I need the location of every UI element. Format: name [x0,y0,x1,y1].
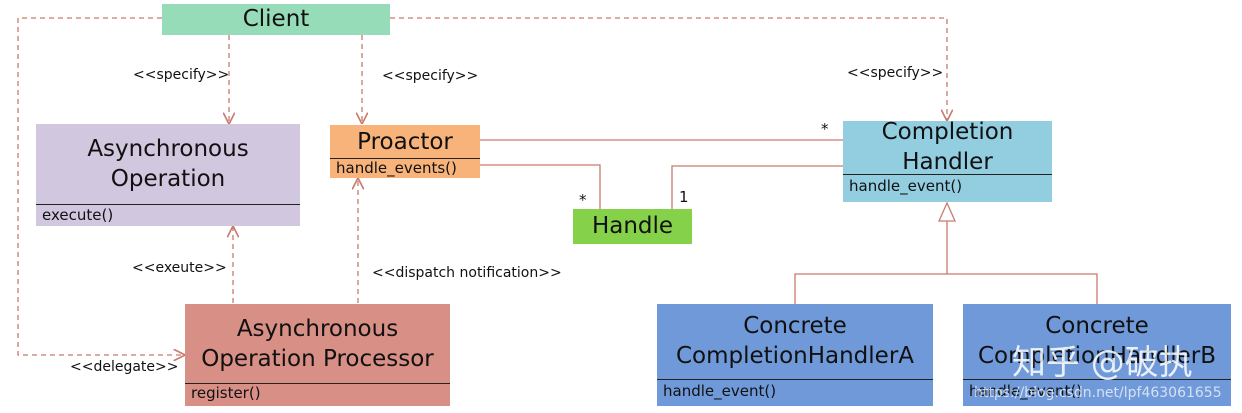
async-operation-method: execute() [42,206,114,224]
proactor-handle-association [480,164,601,209]
csdn-url-watermark: https://blog.csdn.net/lpf463061655 [974,385,1222,401]
client-name: Client [242,6,310,32]
concrete-handler-b-class[interactable]: Concrete CompletionHandlerB handle_event… [963,304,1231,406]
concrete-b-divider [963,379,1231,380]
specify-completion-dependency [390,17,947,120]
proactor-name: Proactor [357,129,453,155]
completion-handler-class[interactable]: Completion Handler handle_event() [843,119,1052,202]
concrete-b-method: handle_event() [969,382,1083,400]
proactor-divider [330,158,480,159]
delegate-dependency [17,17,184,355]
specify-completion-label: <<specify>> [847,65,944,81]
delegate-label: <<delegate>> [70,359,179,375]
async-operation-name-line2: Operation [110,166,226,192]
specify-async-label: <<specify>> [133,67,230,83]
handle-class[interactable]: Handle [573,209,692,244]
proactor-completion-multiplicity: * [821,120,829,138]
processor-name-line1: Asynchronous [236,316,399,342]
concrete-b-name-line1: Concrete [1045,313,1149,339]
handle-name: Handle [591,213,674,239]
concrete-a-name-line1: Concrete [743,313,847,339]
proactor-class[interactable]: Proactor handle_events() [330,125,480,178]
async-operation-name-line1: Asynchronous [87,136,249,162]
generalization-arrowhead [937,201,957,222]
async-operation-processor-class[interactable]: Asynchronous Operation Processor registe… [185,304,450,406]
processor-divider [185,383,450,384]
completion-handler-name-line1: Completion [881,119,1014,145]
generalization-tree [794,273,1098,304]
concrete-a-divider [657,379,933,380]
proactor-method: handle_events() [336,159,457,177]
handle-completion-association [671,165,843,209]
concrete-b-name-line2: CompletionHandlerB [977,343,1217,369]
specify-proactor-label: <<specify>> [382,68,479,84]
handle-completion-multiplicity: 1 [679,188,689,206]
completion-handler-name-line2: Handler [902,149,993,175]
completion-handler-divider [843,174,1052,175]
concrete-handler-a-class[interactable]: Concrete CompletionHandlerA handle_event… [657,304,933,406]
concrete-a-name-line2: CompletionHandlerA [675,343,915,369]
dispatch-label: <<dispatch notification>> [372,265,562,281]
async-operation-class[interactable]: Asynchronous Operation execute() [36,124,300,226]
concrete-a-method: handle_event() [663,382,777,400]
client-class[interactable]: Client [162,4,390,35]
proactor-handle-multiplicity: * [579,191,587,209]
processor-method: register() [191,384,261,402]
async-operation-divider [36,204,300,205]
zhihu-watermark: 知乎 @破执 [1012,343,1193,383]
processor-name-line2: Operation Processor [201,346,434,372]
exeute-label: <<exeute>> [132,260,227,276]
completion-handler-method: handle_event() [849,177,963,195]
